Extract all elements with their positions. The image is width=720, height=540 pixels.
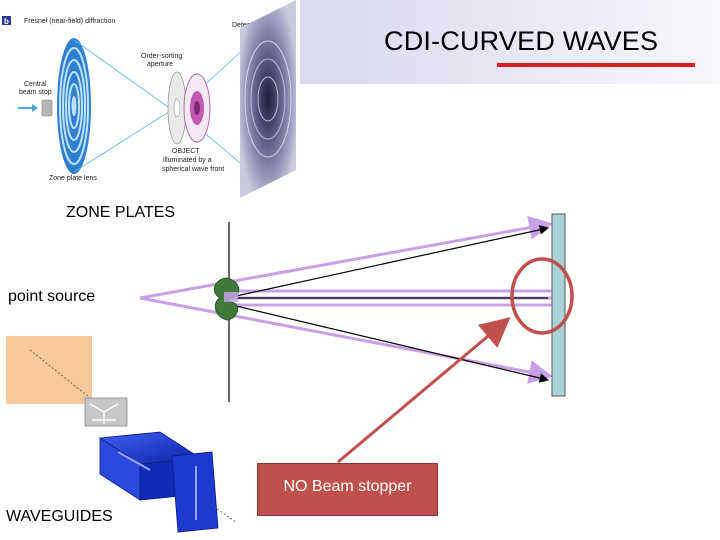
violet-ray-lower [139, 296, 553, 384]
black-ray-lower [235, 305, 550, 383]
point-source-label: point source [8, 288, 96, 305]
waveguides-label: WAVEGUIDES [6, 508, 113, 525]
slide-title: CDI-CURVED WAVES [384, 26, 659, 56]
figure-heading: Fresnel (near-field) diffraction [24, 18, 115, 25]
central-beam-highlight-circle [510, 257, 574, 335]
violet-ray-upper [139, 215, 553, 300]
zone-plate-element [213, 277, 240, 321]
waveguide-source-box [6, 336, 92, 404]
detector-plane [240, 0, 296, 198]
waveguide-micrograph [84, 397, 128, 427]
callout-text: NO Beam stopper [283, 478, 412, 495]
no-beam-stopper-callout: NO Beam stopper [257, 463, 438, 516]
central-beam-stop [41, 99, 53, 117]
waveguide-illustration [6, 336, 237, 533]
zone-plates-label: ZONE PLATES [66, 204, 176, 221]
detector-screen [551, 213, 566, 397]
panel-letter: b [4, 17, 9, 26]
object-label-1: OBJECT [172, 148, 200, 155]
object-sample [183, 73, 211, 143]
object-label-3: spherical wave front [162, 166, 224, 173]
black-ray-upper [235, 225, 550, 297]
aperture-label-1: Order-sorting [141, 53, 182, 60]
fresnel-diffraction-figure: b Fresnel (near-field) diffraction Detec… [0, 0, 300, 200]
title-underline [497, 63, 695, 67]
beam-stop-label-1: Central [24, 81, 47, 88]
title-band [292, 0, 720, 84]
zone-plate-lens-label: Zone plate lens [49, 175, 97, 182]
panel-letter-badge [2, 16, 11, 25]
callout-pointer-arrow [337, 317, 511, 464]
aperture-label-2: aperture [147, 61, 173, 68]
object-label-2: illuminated by a [163, 157, 212, 164]
zone-plate-lens [57, 38, 91, 174]
beam-stop-label-2: beam stop [19, 89, 52, 96]
